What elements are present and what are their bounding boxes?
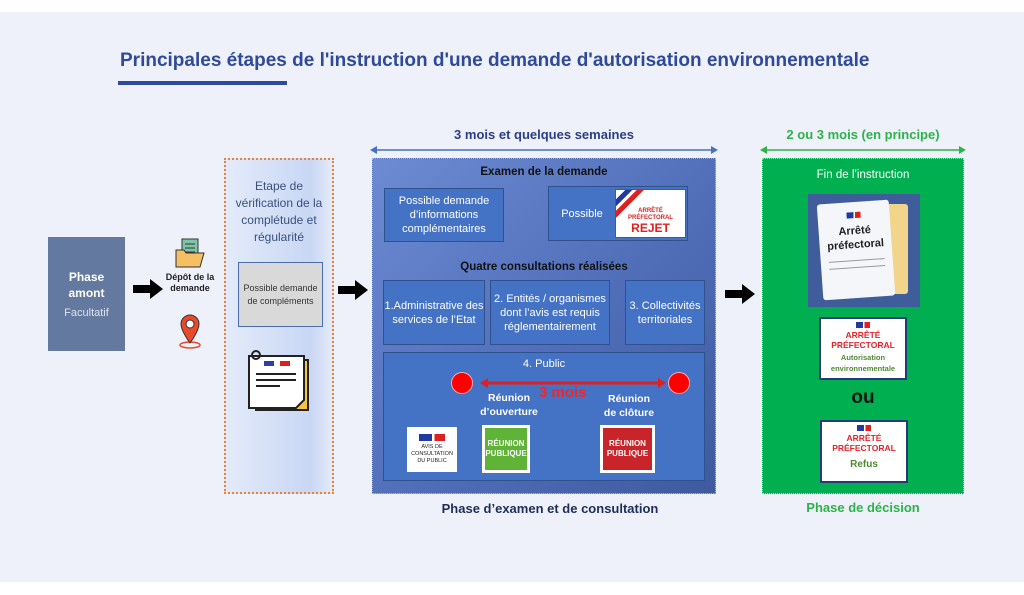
complements-box: Possible demande de compléments (238, 262, 323, 327)
reunion-publique-red-icon: RÉUNION PUBLIQUE (600, 425, 655, 473)
refus-card: ARRÊTÉ PRÉFECTORAL Refus (820, 420, 908, 483)
possible-rejet-box: Possible ARRÊTÉ PRÉFECTORAL REJET (548, 186, 688, 241)
opening-dot (451, 372, 473, 394)
avis-label: AVIS DE CONSULTATION DU PUBLIC (411, 444, 453, 464)
consultation-2: 2. Entités / organismes dont l’avis est … (490, 280, 610, 345)
arrete-image-label: Arrêté préfectoral (826, 223, 885, 253)
reunion-green-label: RÉUNION PUBLIQUE (485, 428, 527, 470)
possible-label: Possible (561, 207, 603, 220)
stamp-line2: PRÉFECTORAL (628, 215, 673, 221)
decision-title: Fin de l’instruction (816, 169, 910, 181)
card2-body: Refus (850, 459, 878, 470)
card1-head: ARRÊTÉ PRÉFECTORAL (831, 330, 895, 350)
rejet-stamp: ARRÊTÉ PRÉFECTORAL REJET (615, 189, 686, 238)
depot-label: Dépôt de la demande (165, 272, 215, 293)
decision-box: Fin de l’instruction Arrêté préfectoral … (762, 158, 964, 494)
document-icon (248, 350, 309, 411)
flag-icon (856, 322, 870, 328)
or-label: ou (851, 387, 875, 408)
avis-consultation-icon: AVIS DE CONSULTATION DU PUBLIC (407, 427, 457, 472)
phase-amont-box: Phase amont Facultatif (48, 237, 125, 351)
public-duration-arrow (480, 378, 666, 388)
closing-dot (668, 372, 690, 394)
stamp-line1: ARRÊTÉ (638, 208, 663, 214)
opening-meeting-label: Réunion d’ouverture (480, 392, 538, 418)
exam-duration-arrow (370, 146, 718, 154)
consultations-title: Quatre consultations réalisées (460, 261, 628, 273)
exam-box: Examen de la demande Possible demande d’… (372, 158, 716, 494)
card2-head: ARRÊTÉ PRÉFECTORAL (832, 433, 896, 453)
page-title: Principales étapes de l'instruction d'un… (120, 50, 870, 71)
decision-duration: 2 ou 3 mois (en principe) (786, 127, 940, 142)
flag-icon (846, 211, 861, 219)
arrete-prefectoral-image: Arrêté préfectoral (808, 194, 920, 307)
reunion-publique-green-icon: RÉUNION PUBLIQUE (482, 425, 530, 473)
decision-phase-label: Phase de décision (806, 500, 920, 515)
public-title: 4. Public (522, 358, 566, 370)
phase-amont-subtitle: Facultatif (64, 307, 109, 319)
stamp-line3: REJET (631, 221, 670, 235)
flag-icon (419, 434, 445, 441)
exam-section-title: Examen de la demande (480, 166, 608, 178)
folder-icon (175, 238, 205, 268)
authorisation-card: ARRÊTÉ PRÉFECTORAL Autorisation environn… (819, 317, 907, 380)
reunion-red-label: RÉUNION PUBLIQUE (603, 428, 652, 470)
info-request-box: Possible demande d’informations compléme… (384, 188, 504, 242)
consultation-1: 1.Administrative des services de l’Etat (383, 280, 485, 345)
decision-duration-arrow (760, 146, 966, 154)
location-pin-icon (179, 314, 201, 349)
arrow-right-icon (725, 284, 755, 304)
arrow-right-icon (133, 279, 163, 299)
consultation-3: 3. Collectivités territoriales (625, 280, 705, 345)
closing-meeting-label: Réunion de clôture (603, 393, 655, 419)
card1-body: Autorisation environnementale (830, 353, 896, 373)
public-duration: 3 mois (539, 384, 587, 401)
verification-title: Etape de vérification de la complétude e… (235, 179, 323, 244)
arrow-right-icon (338, 280, 368, 300)
public-consultation-box: 4. Public 3 mois Réunion d’ouverture Réu… (383, 352, 705, 481)
exam-duration: 3 mois et quelques semaines (454, 127, 634, 142)
title-underline (118, 81, 287, 85)
flag-icon (857, 425, 871, 431)
phase-amont-title: Phase amont (68, 270, 105, 300)
exam-phase-label: Phase d’examen et de consultation (441, 501, 659, 516)
